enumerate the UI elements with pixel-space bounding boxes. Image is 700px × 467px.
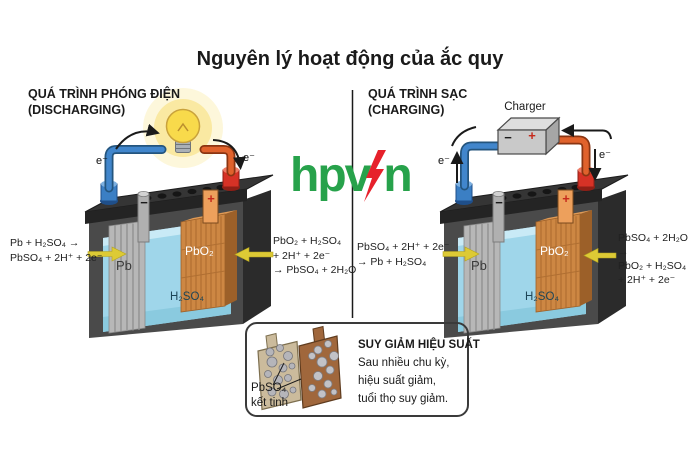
yellow-arrow <box>442 246 480 262</box>
degradation-line: tuổi thọ suy giảm. <box>358 393 449 405</box>
charger-positive-sign: + <box>528 128 536 143</box>
charging-heading: QUÁ TRÌNH SẠC (CHARGING) <box>368 86 467 118</box>
orange-wire <box>199 145 236 177</box>
blue-wire <box>460 141 503 191</box>
degradation-plates-graphic <box>257 325 342 411</box>
electron-flow-curve <box>602 129 612 140</box>
blue-wire <box>104 145 167 193</box>
degradation-line: hiệu suất giảm, <box>358 375 436 387</box>
discharge-negative-equation: Pb + H₂SO₄ → PbSO₄ + 2H⁺ + 2e⁻ <box>10 236 102 265</box>
crystal-label-line1: PbSO₄ <box>251 382 287 394</box>
electron-flow-arrow <box>115 123 160 150</box>
discharge-circuit <box>104 88 246 193</box>
hpvn-logo: hpv n <box>290 149 413 202</box>
equation-line: + 2H⁺ + 2e⁻ <box>273 249 331 262</box>
equation-line: → PbSO₄ + 2H₂O <box>273 264 357 276</box>
equation-line: PbO₂ + H₂SO₄ <box>618 260 687 272</box>
page-title: Nguyên lý hoạt động của ắc quy <box>196 48 504 70</box>
crystal-pointer-lines <box>272 362 302 390</box>
discharging-heading: QUÁ TRÌNH PHÓNG ĐIỆN (DISCHARGING) <box>28 86 180 118</box>
equation-line: PbSO₄ + 2H₂O <box>618 232 688 244</box>
electron-label: e⁻ <box>599 149 611 161</box>
degradation-box: SUY GIẢM HIỆU SUẤT Sau nhiều chu kỳ, hiệ… <box>245 322 480 417</box>
light-bulb-icon <box>165 108 201 153</box>
discharge-positive-equation: PbO₂ + H₂SO₄ + 2H⁺ + 2e⁻ → PbSO₄ + 2H₂O <box>273 234 356 278</box>
charge-negative-equation: PbSO₄ + 2H⁺ + 2e⁻ → Pb + H₂SO₄ <box>357 240 449 269</box>
neg-plate-label: Pb <box>116 258 132 273</box>
charger-box <box>496 116 561 156</box>
electron-flow-arrow <box>212 139 246 170</box>
electrolyte-label: H₂SO₄ <box>525 291 560 303</box>
equation-line: PbSO₄ + 2H⁺ + 2e⁻ <box>357 241 450 253</box>
logo-text-left: hpv <box>290 149 371 202</box>
charger-negative-sign: − <box>504 130 512 145</box>
charge-positive-equation: PbSO₄ + 2H₂O → PbO₂ + H₂SO₄ + 2H⁺ + 2e⁻ <box>618 231 688 287</box>
neg-plate-label: Pb <box>471 258 487 273</box>
electron-flow-curve <box>451 126 477 147</box>
logo-text-right: n <box>383 149 412 202</box>
degradation-line: Sau nhiều chu kỳ, <box>358 357 450 369</box>
electron-label: e⁻ <box>438 155 450 167</box>
charging-heading-line1: QUÁ TRÌNH SẠC <box>368 87 468 101</box>
electron-label: e⁻ <box>96 155 108 167</box>
equation-line: → Pb + H₂SO₄ <box>357 255 427 268</box>
discharging-heading-line2: (DISCHARGING) <box>28 103 126 117</box>
charge-circuit <box>450 116 612 191</box>
equation-line: PbO₂ + H₂SO₄ <box>273 235 342 247</box>
yellow-arrow <box>583 248 617 263</box>
electron-label: e⁻ <box>243 152 255 164</box>
equation-line: Pb + H₂SO₄ → <box>10 237 80 249</box>
pos-plate-sign: + <box>207 191 215 206</box>
yellow-arrow <box>87 246 127 262</box>
yellow-arrow <box>234 247 274 262</box>
pos-plate-sign: + <box>562 191 570 206</box>
crystal-label-line2: kết tinh <box>251 397 289 409</box>
pos-plate-label: PbO₂ <box>185 244 214 258</box>
charging-heading-line2: (CHARGING) <box>368 103 445 117</box>
pos-plate-label: PbO₂ <box>540 244 569 258</box>
neg-plate-sign: − <box>495 195 503 210</box>
equation-line: + 2H⁺ + 2e⁻ <box>618 274 676 286</box>
degradation-heading: SUY GIẢM HIỆU SUẤT <box>358 339 480 351</box>
discharging-heading-line1: QUÁ TRÌNH PHÓNG ĐIỆN <box>28 87 181 101</box>
charger-label: Charger <box>504 101 546 113</box>
equation-line: PbSO₄ + 2H⁺ + 2e⁻ <box>10 251 103 264</box>
lightning-bolt-icon <box>364 150 387 202</box>
equation-line: → <box>618 246 629 258</box>
orange-wire <box>541 135 591 177</box>
neg-plate-sign: − <box>140 195 148 210</box>
yellow-reaction-arrows <box>87 246 617 263</box>
electrolyte-label: H₂SO₄ <box>170 291 205 303</box>
